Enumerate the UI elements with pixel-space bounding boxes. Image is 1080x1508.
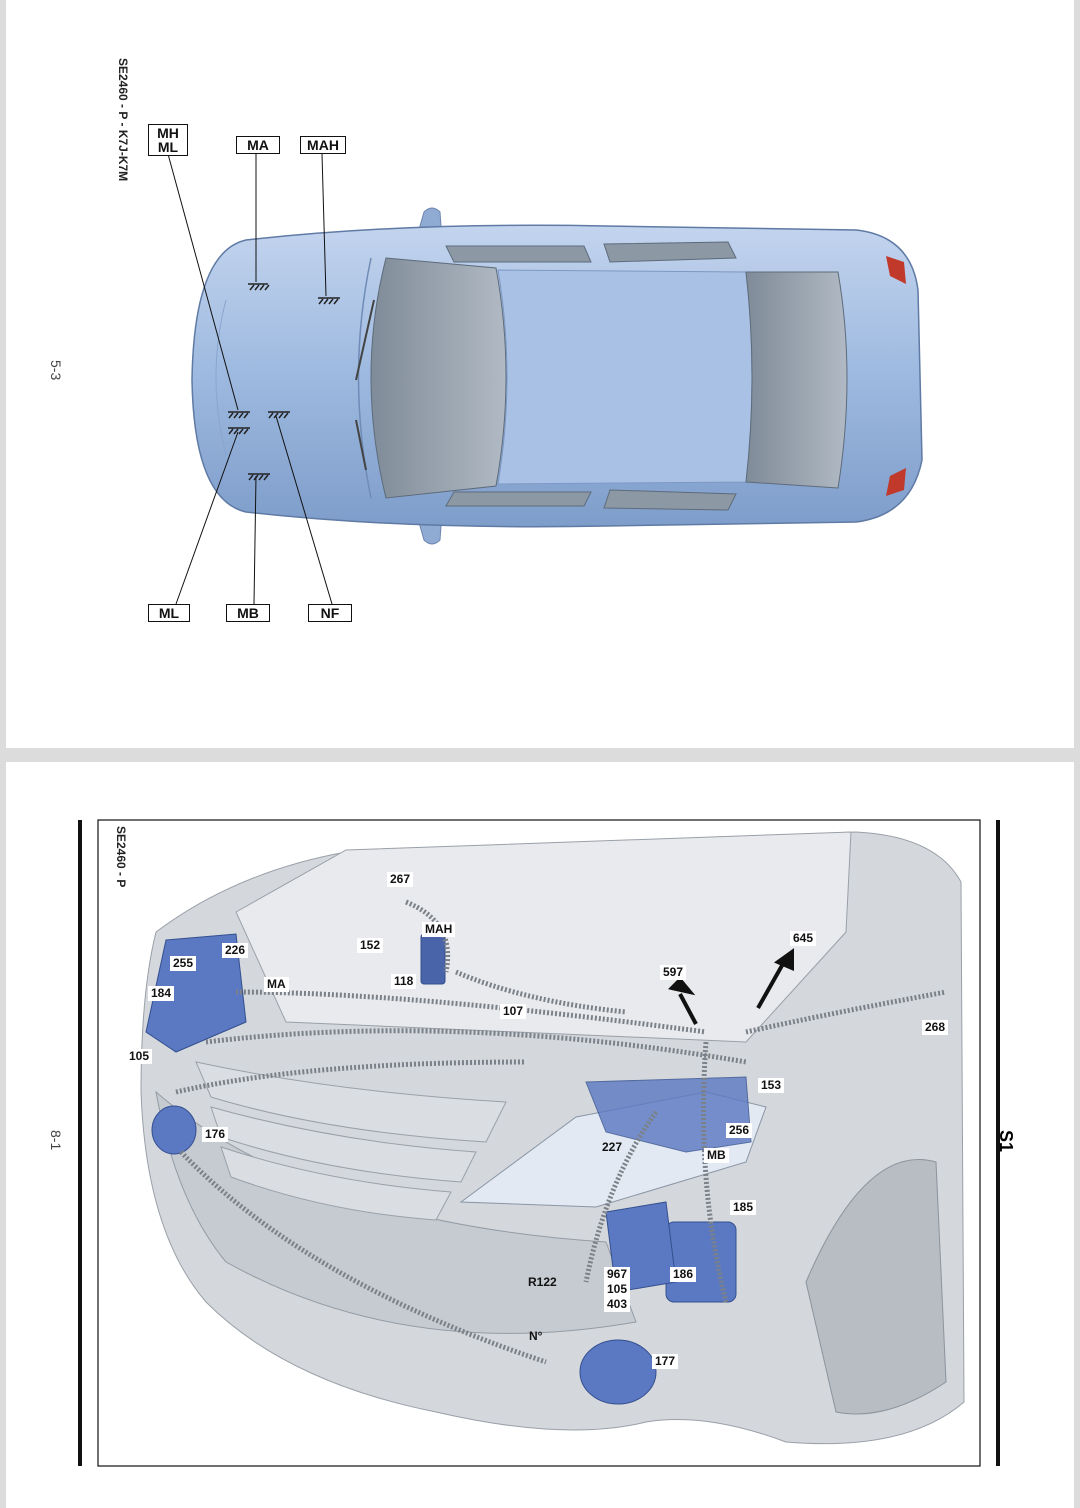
callout-n: N°	[529, 1329, 543, 1343]
engine-bay-page: SE2460 - P 8-1 S1 267 152 MAH 118 226 25…	[6, 762, 1074, 1508]
callout-176: 176	[202, 1127, 229, 1142]
tail-light-right	[886, 468, 906, 496]
ref-code-bottom: SE2460 - P	[114, 826, 128, 888]
section-label: S1	[996, 1130, 1016, 1153]
callout-255: 255	[170, 956, 197, 971]
grille	[195, 1061, 507, 1221]
top-view-page: SE2460 - P - K7J-K7M 5-3 MH ML MA MAH ML…	[6, 0, 1074, 748]
label-mb: MB	[226, 604, 270, 622]
callout-267: 267	[387, 872, 414, 887]
callout-152: 152	[357, 938, 384, 953]
callout-177: 177	[652, 1354, 679, 1369]
label-ma: MA	[236, 136, 280, 154]
label-mh: MH	[157, 125, 179, 141]
callout-ma: MA	[264, 977, 289, 992]
callout-967: 967	[604, 1267, 631, 1282]
rear-window	[745, 271, 848, 489]
label-mah: MAH	[300, 136, 346, 154]
callout-403: 403	[604, 1297, 631, 1312]
car-top-view-diagram	[167, 153, 923, 605]
wiring-harness	[175, 899, 947, 1365]
callout-105-left: 105	[126, 1049, 153, 1064]
page-number-top: 5-3	[48, 360, 64, 381]
arrows	[668, 948, 794, 1025]
callout-268: 268	[922, 1020, 949, 1035]
callout-mah: MAH	[422, 922, 456, 937]
callout-118: 118	[391, 974, 417, 989]
engine-bay-diagram	[78, 819, 1000, 1467]
label-ml: ML	[148, 604, 190, 622]
callout-186: 186	[670, 1267, 697, 1282]
ref-code-top: SE2460 - P - K7J-K7M	[116, 58, 130, 182]
windshield	[370, 257, 507, 499]
label-nf: NF	[308, 604, 352, 622]
callout-107: 107	[500, 1004, 527, 1019]
callout-226: 226	[222, 943, 249, 958]
callout-184: 184	[148, 986, 175, 1001]
tail-light-left	[886, 256, 906, 284]
callout-597: 597	[660, 965, 687, 980]
callout-r122: R122	[528, 1275, 557, 1289]
label-ml-upper: ML	[157, 139, 179, 155]
callout-105-right: 105	[604, 1282, 631, 1297]
page-number-bottom: 8-1	[48, 1130, 64, 1151]
callout-185: 185	[730, 1200, 757, 1215]
callout-mb: MB	[704, 1148, 729, 1163]
callout-256: 256	[726, 1123, 753, 1138]
ground-symbols	[228, 283, 340, 481]
callout-645: 645	[790, 931, 817, 946]
leader-lines	[167, 153, 333, 605]
callout-153: 153	[758, 1078, 785, 1093]
label-mh-ml: MH ML	[148, 124, 188, 156]
callout-227: 227	[602, 1140, 623, 1154]
